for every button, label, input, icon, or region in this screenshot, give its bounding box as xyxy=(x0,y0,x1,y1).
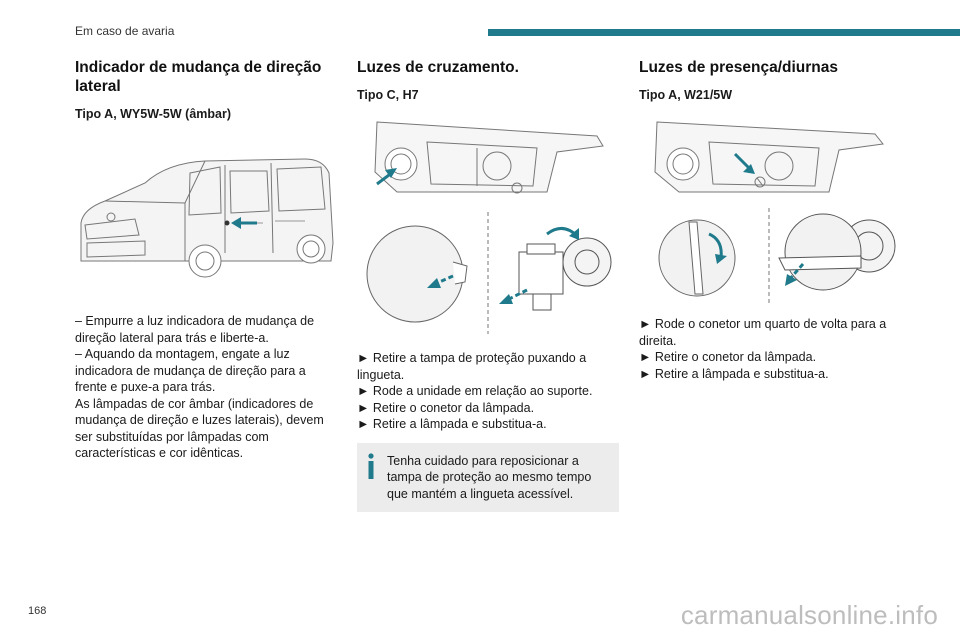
bulb-type: Tipo A, W21/5W xyxy=(639,88,733,102)
bulb-socket xyxy=(778,213,896,291)
instruction-line: As lâmpadas de cor âmbar (indicadores de… xyxy=(75,396,324,461)
column-low-beam: Luzes de cruzamento. Tipo C, H7 xyxy=(357,58,619,512)
instructions: ► Retire a tampa de proteção puxando a l… xyxy=(357,350,619,433)
instruction-step: ► Retire a lâmpada e substitua-a. xyxy=(357,417,547,431)
bulb-type: Tipo A, WY5W-5W (âmbar) xyxy=(75,107,231,121)
position-light-illustration xyxy=(639,112,901,312)
indicator-point xyxy=(224,220,230,226)
instructions: ► Rode o conetor um quarto de volta para… xyxy=(639,316,901,382)
instruction-step: ► Retire o conetor da lâmpada. xyxy=(639,350,817,364)
van-drawing xyxy=(80,158,334,278)
section-heading: Luzes de presença/diurnas xyxy=(639,59,838,76)
watermark: carmanualsonline.info xyxy=(680,600,938,630)
headlamp-illustration xyxy=(357,112,619,342)
column-position-lights: Luzes de presença/diurnas Tipo A, W21/5W xyxy=(639,58,901,382)
position-light-drawing xyxy=(654,121,896,306)
instruction-step: ► Rode a unidade em relação ao suporte. xyxy=(357,384,593,398)
section-heading: Indicador de mudança de direção lateral xyxy=(75,59,322,95)
arrow-icon xyxy=(733,152,755,174)
instruction-step: ► Retire o conetor da lâmpada. xyxy=(357,400,535,415)
arrow-icon xyxy=(376,168,397,186)
instruction-line: – Empurre a luz indicadora de mudança de… xyxy=(75,314,315,345)
info-note: Tenha cuidado para reposicionar a tampa … xyxy=(357,442,619,512)
header-accent-bar xyxy=(488,29,960,36)
page-number: 168 xyxy=(28,605,47,617)
van-illustration xyxy=(75,143,337,283)
arrow-icon xyxy=(499,288,528,304)
bulb-type: Tipo C, H7 xyxy=(357,88,419,102)
bulb-holder xyxy=(518,237,612,311)
note-text: Tenha cuidado para reposicionar a tampa … xyxy=(387,453,592,501)
instruction-step: ► Retire a tampa de proteção puxando a l… xyxy=(357,351,587,382)
instructions: – Empurre a luz indicadora de mudança de… xyxy=(75,313,337,462)
instruction-step: ► Retire a lâmpada e substitua-a. xyxy=(639,366,829,381)
section-heading: Luzes de cruzamento. xyxy=(357,59,519,76)
arrow-icon xyxy=(785,263,805,286)
instruction-line: – Aquando da montagem, engate a luz indi… xyxy=(75,347,306,394)
instruction-step: ► Rode o conetor um quarto de volta para… xyxy=(639,317,887,348)
headlamp-drawing xyxy=(366,121,612,334)
rotate-arrow-icon xyxy=(708,232,727,264)
info-icon xyxy=(368,452,374,479)
section-title: Em caso de avaria xyxy=(75,24,175,38)
column-side-indicator: Indicador de mudança de direção lateral … xyxy=(75,58,337,462)
protective-cap xyxy=(366,225,468,323)
arrow-icon xyxy=(231,217,257,229)
rotate-arrow-icon xyxy=(546,227,579,240)
arrow-icon xyxy=(427,274,454,288)
